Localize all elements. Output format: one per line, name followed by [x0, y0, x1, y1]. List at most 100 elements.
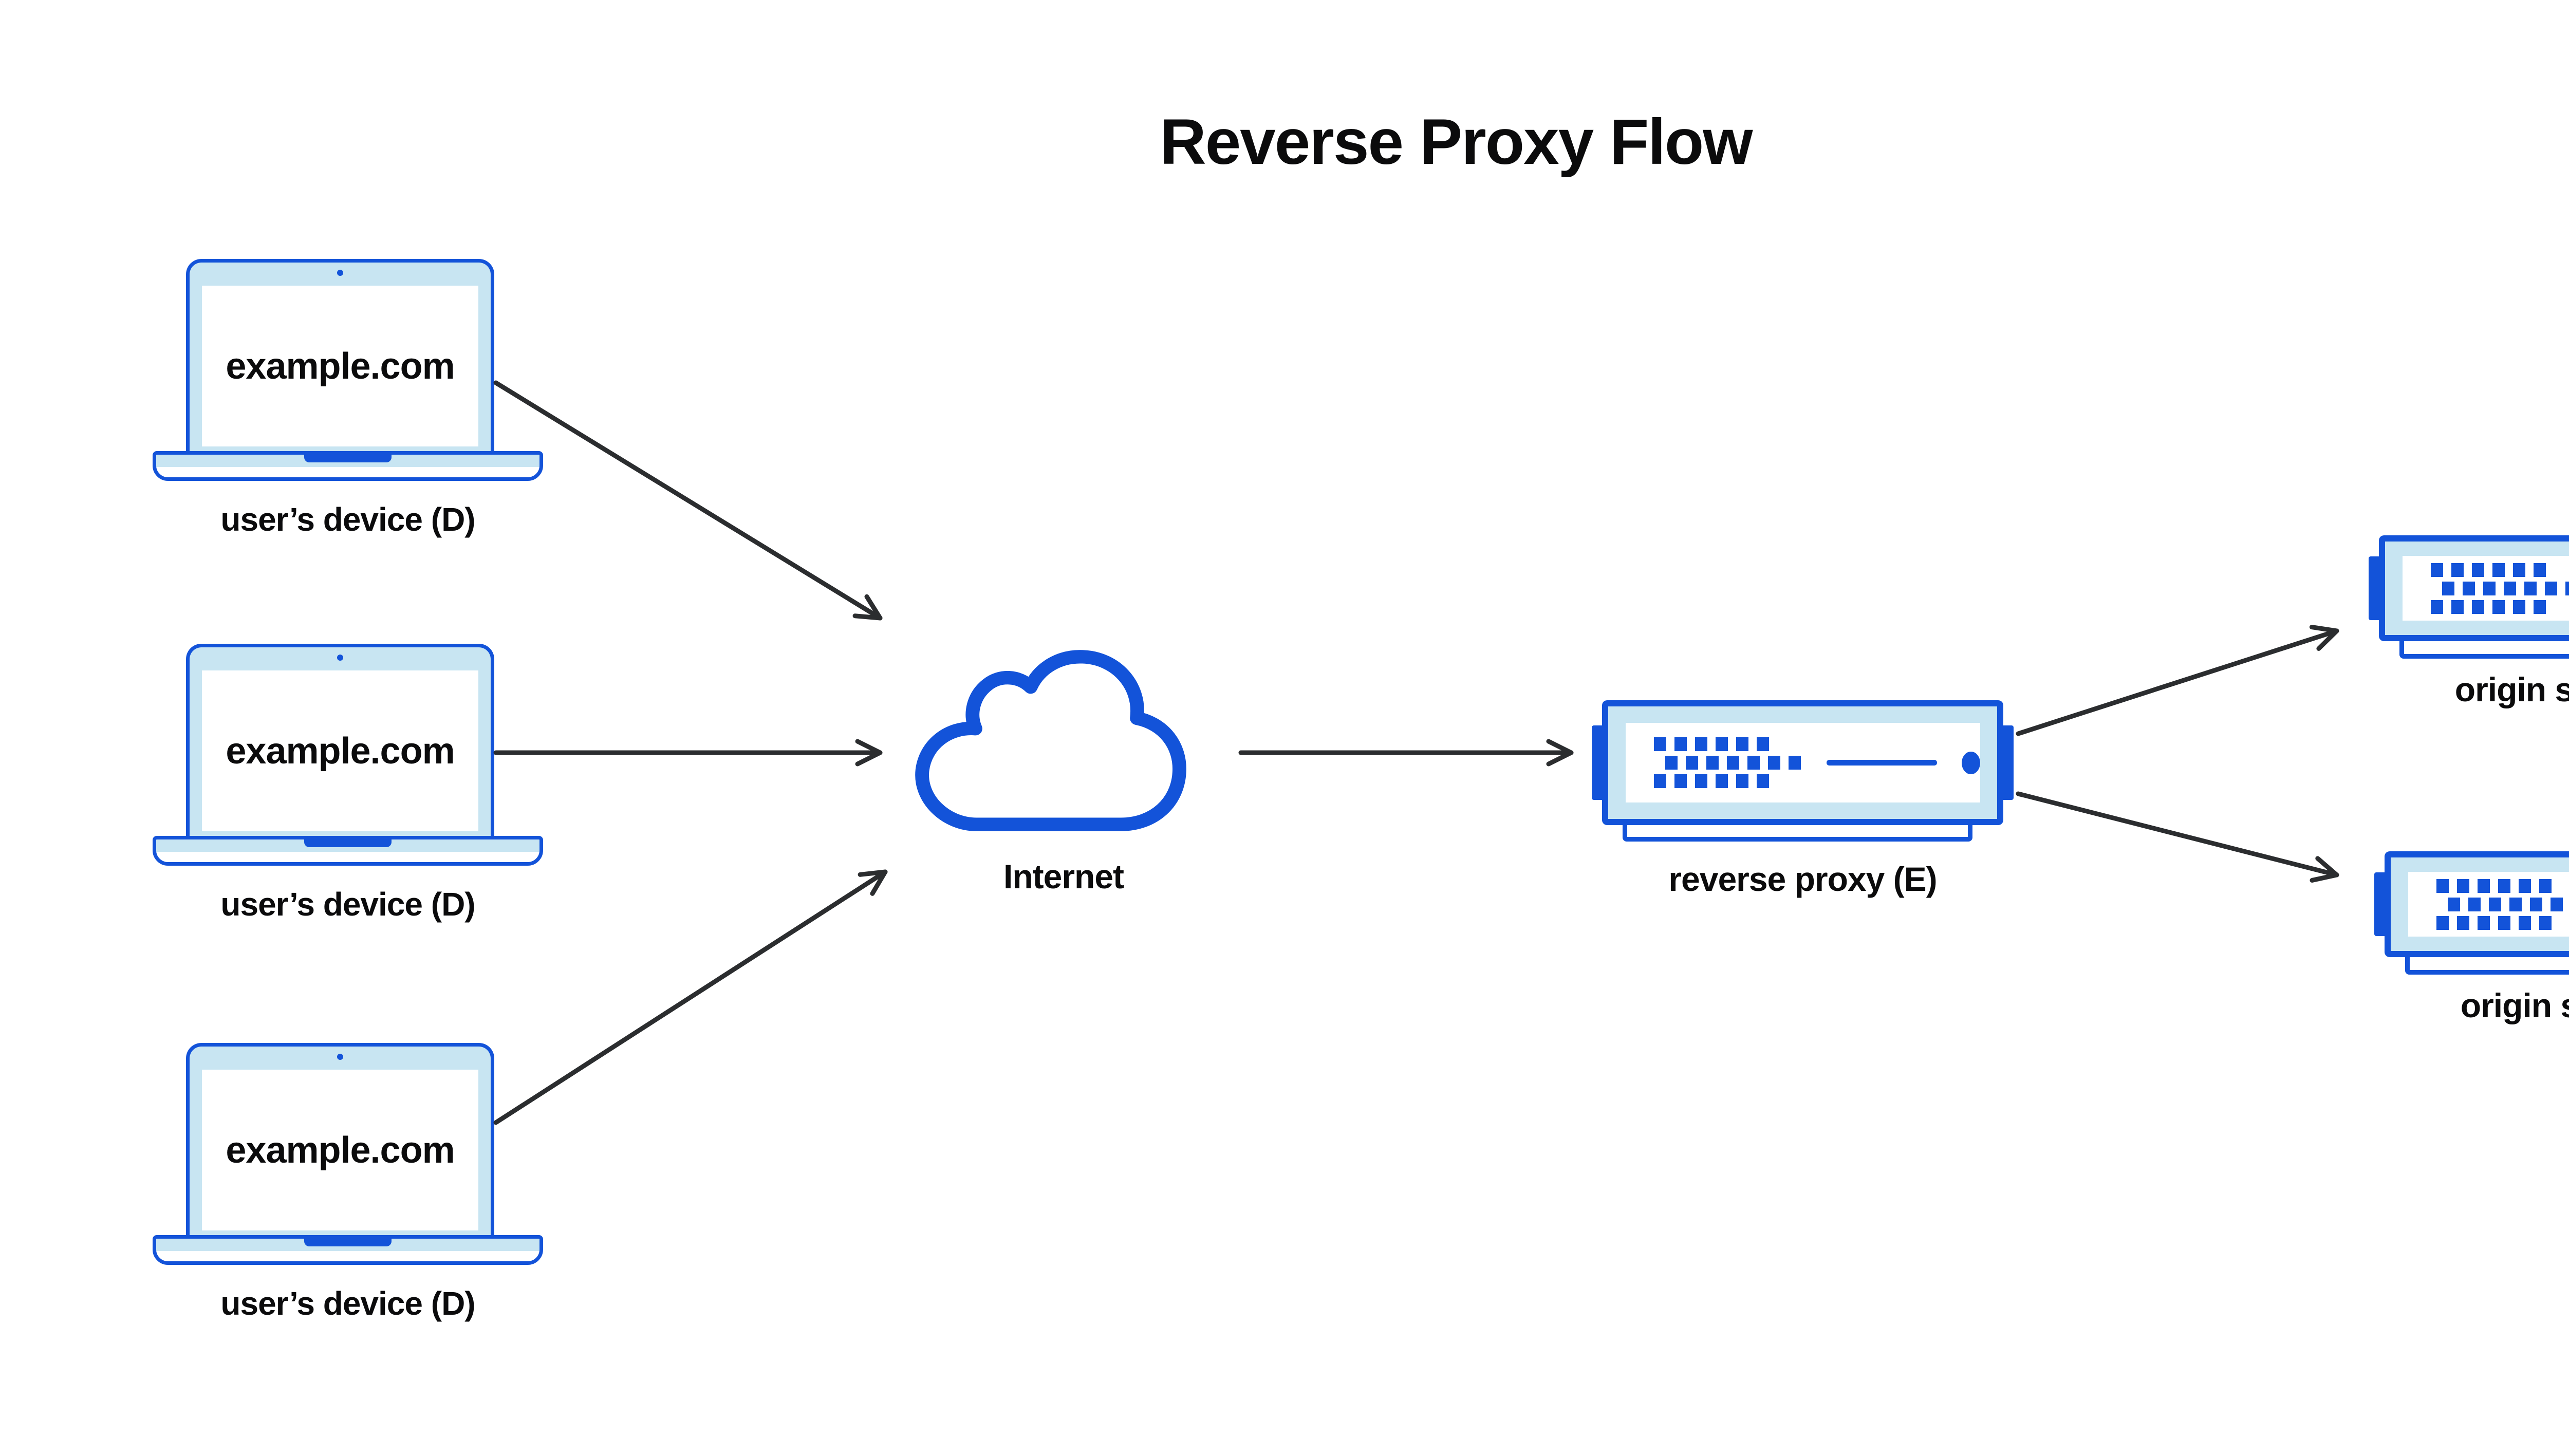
vent-dot: [2468, 897, 2481, 911]
vent-dot: [2436, 916, 2449, 930]
vent-dot: [2550, 897, 2563, 911]
vent-dot: [2518, 879, 2531, 893]
vent-row: [1653, 737, 1790, 751]
arrow-device3-to-internet: [493, 869, 888, 1125]
laptop-base: [153, 836, 543, 866]
device-screen-text: example.com: [226, 730, 455, 772]
vent-dot: [1747, 756, 1760, 770]
device-label: user’s device (D): [220, 886, 475, 923]
device-label: user’s device (D): [220, 501, 475, 538]
laptop-icon: example.com: [186, 1043, 494, 1240]
laptop-notch: [304, 454, 392, 462]
vent-dot: [1788, 756, 1801, 770]
vent-row: [2436, 879, 2569, 893]
vent-dot: [2533, 600, 2546, 614]
vent-row: [1665, 756, 1801, 770]
vent-dot: [1706, 756, 1719, 770]
vent-dot: [2512, 600, 2525, 614]
vent-dot: [1674, 774, 1687, 788]
user-device-2: example.com user’s device (D): [153, 644, 543, 931]
laptop-icon: example.com: [186, 259, 494, 456]
vent-dot: [2565, 581, 2569, 595]
server-faceplate: [2402, 556, 2569, 621]
vent-checkerboard-icon: [2436, 879, 2569, 930]
status-line-icon: [1826, 760, 1938, 766]
server-box: [2385, 851, 2569, 957]
vent-dot: [2498, 879, 2510, 893]
arrow-device1-to-internet: [493, 380, 883, 621]
vent-dot: [2498, 916, 2510, 930]
vent-dot: [2451, 563, 2464, 577]
laptop-screen: example.com: [202, 286, 478, 446]
vent-dot: [2447, 897, 2460, 911]
vent-dot: [2539, 879, 2552, 893]
webcam-dot-icon: [337, 270, 343, 276]
vent-row: [2442, 581, 2569, 595]
vent-dot: [1756, 774, 1769, 788]
vent-dot: [2518, 916, 2531, 930]
vent-dot: [1685, 756, 1698, 770]
vent-dot: [2471, 563, 2484, 577]
vent-dot: [2529, 897, 2542, 911]
vent-dot: [1736, 774, 1748, 788]
origin-server-label: origin server (F): [2460, 986, 2569, 1024]
laptop-notch: [304, 839, 392, 847]
vent-dot: [2456, 916, 2469, 930]
vent-dot: [2436, 879, 2449, 893]
vent-dot: [2471, 600, 2484, 614]
internet-cloud-icon: [915, 650, 1186, 831]
device-label: user’s device (D): [220, 1285, 475, 1322]
laptop-icon: example.com: [186, 644, 494, 841]
vent-dot: [2462, 581, 2475, 595]
vent-row: [2447, 897, 2569, 911]
server-box: [2379, 535, 2569, 641]
laptop-screen: example.com: [202, 670, 478, 831]
user-device-1: example.com user’s device (D): [153, 259, 543, 547]
webcam-dot-icon: [337, 1054, 343, 1060]
vent-dot: [1726, 756, 1739, 770]
vent-dot: [2492, 600, 2505, 614]
vent-dot: [2492, 563, 2505, 577]
vent-dot: [2430, 600, 2443, 614]
vent-checkerboard-icon: [2430, 563, 2569, 614]
vent-row: [2436, 916, 2569, 930]
vent-dot: [2483, 581, 2496, 595]
vent-dot: [2524, 581, 2537, 595]
vent-dot: [1695, 774, 1707, 788]
vent-dot: [1736, 737, 1748, 751]
vent-dot: [2430, 563, 2443, 577]
laptop-notch: [304, 1238, 392, 1246]
server-box: [1602, 700, 2003, 825]
vent-checkerboard-icon: [1653, 737, 1801, 788]
vent-dot: [2544, 581, 2557, 595]
webcam-dot-icon: [337, 655, 343, 661]
vent-dot: [1695, 737, 1707, 751]
vent-dot: [2539, 916, 2552, 930]
internet-label: Internet: [1003, 857, 1124, 895]
laptop-screen: example.com: [202, 1070, 478, 1230]
laptop-base: [153, 1235, 543, 1265]
user-device-3: example.com user’s device (D): [153, 1043, 543, 1331]
vent-dot: [2503, 581, 2516, 595]
vent-dot: [2442, 581, 2454, 595]
power-dot-icon: [1962, 751, 1980, 774]
vent-dot: [1653, 774, 1666, 788]
laptop-base: [153, 451, 543, 481]
vent-dot: [2488, 897, 2501, 911]
vent-dot: [1715, 737, 1728, 751]
vent-dot: [1665, 756, 1678, 770]
vent-dot: [1715, 774, 1728, 788]
vent-dot: [2509, 897, 2522, 911]
vent-dot: [2477, 916, 2490, 930]
vent-dot: [1756, 737, 1769, 751]
device-screen-text: example.com: [226, 1129, 455, 1171]
vent-dot: [2456, 879, 2469, 893]
vent-row: [2430, 600, 2566, 614]
arrow-proxy-to-origin2: [2016, 791, 2339, 883]
vent-dot: [2533, 563, 2546, 577]
vent-dot: [2512, 563, 2525, 577]
vent-row: [2430, 563, 2566, 577]
device-screen-text: example.com: [226, 345, 455, 387]
vent-dot: [1767, 756, 1780, 770]
vent-dot: [2477, 879, 2490, 893]
